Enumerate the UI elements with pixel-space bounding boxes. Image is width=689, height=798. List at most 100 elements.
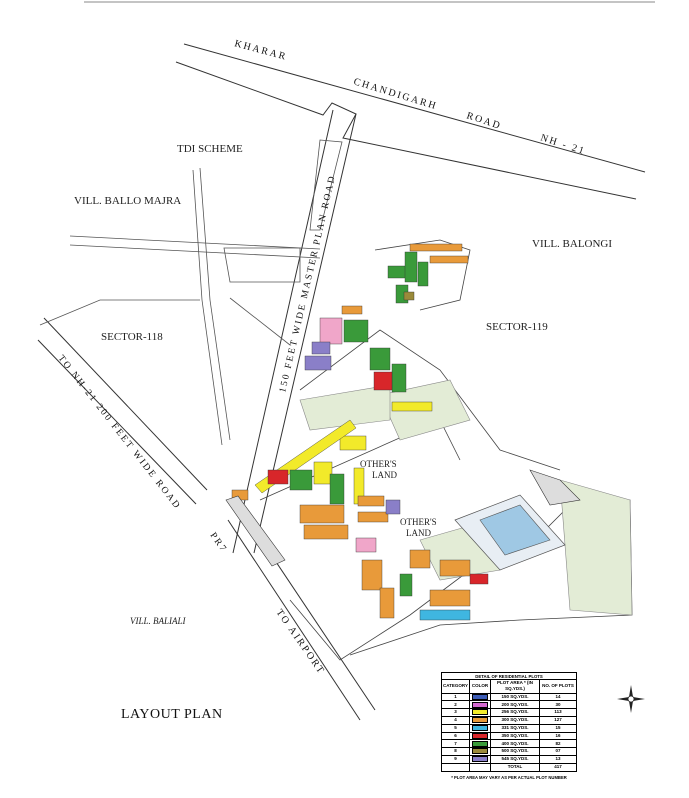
label-tdi-scheme: TDI SCHEME — [177, 143, 243, 155]
green-areas — [299, 379, 633, 616]
legend-area-cell: 200 SQ.YDS. — [490, 700, 541, 710]
legend-row: 1 150 SQ.YDS.14 — [440, 692, 577, 702]
legend-area-cell: 331 SQ.YDS. — [490, 723, 541, 733]
legend-color-swatch — [472, 756, 489, 763]
legend-color-swatch — [472, 724, 489, 731]
legend-category-cell: 1 — [440, 692, 471, 702]
plot-block — [391, 401, 433, 412]
north-arrow-icon — [617, 685, 645, 713]
legend-area-cell: 300 SQ.YDS. — [490, 715, 541, 725]
label-road: ROAD — [465, 110, 503, 132]
legend-category-cell: 9 — [440, 754, 471, 764]
legend-row: 8 500 SQ.YDS.07 — [440, 747, 577, 756]
plot-block — [469, 573, 489, 585]
legend-plots-cell: 113 — [539, 708, 577, 717]
legend-color-swatch — [472, 701, 489, 708]
plot-block — [429, 255, 469, 264]
plot-block — [417, 261, 429, 287]
legend-category-cell: 6 — [440, 731, 471, 741]
plot-block — [379, 587, 395, 619]
label-vill-baliali: VILL. BALIALI — [130, 616, 187, 626]
legend-header-category: CATEGORY — [440, 679, 471, 694]
plot-block — [343, 319, 369, 343]
legend-area-cell: 400 SQ.YDS. — [490, 739, 541, 749]
legend-color-cell — [469, 731, 492, 741]
plot-block — [319, 317, 343, 345]
legend-category-cell: 2 — [440, 700, 471, 710]
legend-area-cell: 500 SQ.YDS. — [490, 747, 541, 756]
legend-plots-cell: 16 — [539, 731, 577, 741]
plot-block — [357, 495, 385, 507]
label-vill-balongi: VILL. BALONGI — [532, 238, 612, 250]
plot-block — [409, 549, 431, 569]
legend-area-cell: 350 SQ.YDS. — [490, 731, 541, 741]
legend-row: 7 400 SQ.YDS.82 — [440, 739, 577, 749]
legend-color-swatch — [472, 717, 489, 724]
legend-color-cell — [469, 708, 492, 717]
label-others-land-2: OTHER'S — [400, 517, 437, 527]
legend-color-swatch — [472, 732, 489, 739]
plot-block — [313, 461, 333, 485]
legend-color-swatch — [472, 740, 489, 747]
legend-header-row: CATEGORY COLOR PLOT AREA * (IN SQ.YDS.) … — [440, 679, 577, 694]
legend-color-cell — [469, 715, 492, 725]
legend-caption: DETAIL OF RESIDENTIAL PLOTS — [441, 672, 577, 679]
legend-area-cell: 256 SQ.YDS. — [490, 708, 541, 717]
label-others-land-2b: LAND — [406, 528, 431, 538]
legend-category-cell: 7 — [440, 739, 471, 749]
legend-plots-cell: 127 — [539, 715, 577, 725]
legend-area-cell: 150 SQ.YDS. — [490, 692, 541, 702]
plot-block — [385, 499, 401, 515]
plot-block — [341, 305, 363, 315]
plot-block — [329, 473, 345, 505]
label-sector-119: SECTOR-119 — [486, 321, 548, 333]
legend-row: 3 256 SQ.YDS.113 — [440, 708, 577, 717]
legend-total-value: 417 — [539, 762, 577, 772]
legend-header-area: PLOT AREA * (IN SQ.YDS.) — [490, 679, 541, 694]
label-kharar: KHARAR — [233, 38, 288, 63]
legend-total-blank — [469, 762, 492, 772]
legend-plots-cell: 07 — [539, 747, 577, 756]
plot-block — [355, 537, 377, 553]
residential-plots — [231, 243, 489, 621]
layout-plan-title: LAYOUT PLAN — [121, 707, 223, 722]
plot-block — [357, 511, 389, 523]
plot-block — [339, 435, 367, 451]
legend-category-cell: 3 — [440, 708, 471, 717]
plot-block — [404, 251, 418, 283]
label-to-nh21: TO NH-21 200 FEET WIDE ROAD — [56, 354, 183, 512]
legend-plots-cell: 14 — [539, 692, 577, 702]
label-vill-ballo-majra: VILL. BALLO MAJRA — [74, 195, 181, 207]
plot-block — [267, 469, 289, 485]
label-others-land-1: OTHER'S — [360, 459, 397, 469]
label-pr7: PR7 — [208, 531, 229, 555]
plot-block — [303, 524, 349, 540]
legend-plots-cell: 15 — [539, 723, 577, 733]
sector-grid-lines — [39, 139, 343, 446]
legend-header-plots: NO. OF PLOTS — [539, 679, 577, 694]
legend-area-cell: 545 SQ.YDS. — [490, 754, 541, 764]
plot-block — [311, 341, 331, 355]
legend-color-swatch — [472, 748, 489, 755]
legend-table: CATEGORY COLOR PLOT AREA * (IN SQ.YDS.) … — [440, 679, 577, 772]
plot-block — [361, 559, 383, 591]
legend-category-cell: 8 — [440, 747, 471, 756]
legend-color-cell — [469, 747, 492, 756]
plot-block — [304, 355, 332, 371]
plot-block — [369, 347, 391, 371]
plot-block — [409, 243, 463, 252]
legend-color-cell — [469, 739, 492, 749]
legend-plots-cell: 82 — [539, 739, 577, 749]
legend-total-blank — [440, 762, 471, 772]
plot-block — [299, 504, 345, 524]
label-nh21: NH - 21 — [539, 132, 587, 157]
plot-block — [373, 371, 393, 391]
plot-legend: DETAIL OF RESIDENTIAL PLOTS CATEGORY COL… — [440, 672, 577, 780]
plot-block — [391, 363, 407, 393]
